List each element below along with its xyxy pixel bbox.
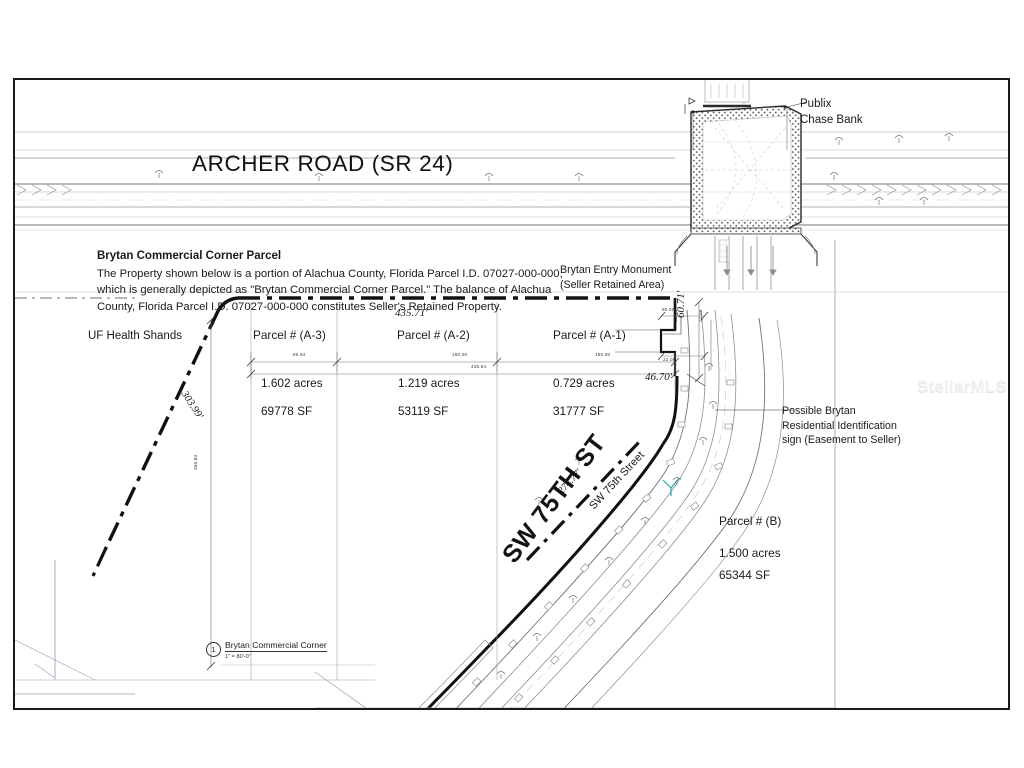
right-boundary-line xyxy=(315,240,836,708)
north-line-extension xyxy=(15,291,1008,299)
road-vegetation xyxy=(154,133,954,205)
dimension-monument-depth-c: 22.00 xyxy=(663,357,676,362)
median-chevrons-left xyxy=(16,184,72,196)
publix-building xyxy=(684,80,802,231)
monument-notch-thin xyxy=(615,329,661,353)
title-block-number: 1 xyxy=(206,642,221,657)
parcel-a1-sf: 31777 SF xyxy=(553,404,605,418)
monument-leader xyxy=(663,316,682,335)
watermark-stellarmls: StellarMLS xyxy=(917,377,1007,396)
frontage-dimension-chain xyxy=(246,352,680,379)
parcel-a2-acres: 1.219 acres xyxy=(398,376,460,390)
dimension-frontage-a1: 190.00 xyxy=(595,352,611,357)
driveway-stub xyxy=(15,671,367,708)
street-centerline xyxy=(510,315,727,708)
street-sidewalk-ticks xyxy=(472,347,735,703)
chord-leader xyxy=(686,373,706,387)
road-title-archer-road: ARCHER ROAD (SR 24) xyxy=(192,151,454,176)
building-apron xyxy=(674,227,818,266)
parcel-a1-name: Parcel # (A-1) xyxy=(553,328,626,342)
entry-drive xyxy=(714,236,772,290)
dimension-north-line: 435.71' xyxy=(395,307,428,319)
note-body: The Property shown below is a portion of… xyxy=(97,268,563,313)
parcel-a3-acres: 1.602 acres xyxy=(261,376,323,390)
dimension-monument-depth-b: 22.00 xyxy=(698,309,703,323)
parcel-a2-name: Parcel # (A-2) xyxy=(397,328,470,342)
monument-width-dimension xyxy=(657,311,709,321)
dimension-total-frontage: 435.94 xyxy=(471,364,487,369)
dimension-monument-width: 90.00 xyxy=(662,307,675,312)
label-residential-identification-sign: Possible Brytan Residential Identificati… xyxy=(782,405,901,447)
monument-depth-dimension xyxy=(657,351,709,361)
drive-arrows xyxy=(723,246,777,276)
dimension-monument-depth-a: 22.00 xyxy=(673,309,678,323)
north-property-line xyxy=(216,296,675,312)
parcel-a2-sf: 53119 SF xyxy=(398,404,449,418)
parcel-a3-sf: 69778 SF xyxy=(261,404,313,418)
title-block-drawing-name: Brytan Commercial Corner xyxy=(225,640,327,652)
note-heading: Brytan Commercial Corner Parcel xyxy=(97,250,282,262)
parcel-b-sf: 65344 SF xyxy=(719,568,771,582)
parcel-b-name: Parcel # (B) xyxy=(719,514,782,528)
west-property-line xyxy=(91,310,220,577)
parcel-a1-acres: 0.729 acres xyxy=(553,376,615,390)
parcel-b-acres: 1.500 acres xyxy=(719,546,781,560)
site-plan-vectors xyxy=(15,80,1008,708)
median-chevrons xyxy=(826,184,1002,196)
left-boundary-line xyxy=(34,560,56,679)
survey-mark xyxy=(662,477,680,496)
west-offset-dimension xyxy=(206,315,216,671)
southwest-property-line xyxy=(525,438,643,562)
parcel-a3-name: Parcel # (A-3) xyxy=(253,328,326,342)
street-median-island xyxy=(418,639,494,708)
street-vegetation xyxy=(496,363,718,679)
drawing-frame xyxy=(13,78,1010,710)
dimension-frontage-a2: 160.00 xyxy=(452,352,468,357)
east-boundary xyxy=(661,375,679,445)
archer-road-band xyxy=(15,131,1008,231)
title-block: 1 Brytan Commercial Corner 1" = 80'-0" xyxy=(206,640,327,660)
label-publix-chase-bank: Publix Chase Bank xyxy=(800,98,863,127)
dimension-west-offset: 356.83 xyxy=(193,454,198,470)
east-dimension xyxy=(694,297,712,383)
title-block-scale: 1" = 80'-0" xyxy=(225,653,251,660)
drawing-canvas xyxy=(15,80,1008,708)
dimension-frontage-a3: 85.94 xyxy=(293,352,306,357)
dimension-corner-chord: 46.70' xyxy=(645,371,673,383)
title-block-text-group: Brytan Commercial Corner 1" = 80'-0" xyxy=(225,640,327,660)
label-brytan-entry-monument: Brytan Entry Monument (Seller Retained A… xyxy=(560,264,672,291)
label-uf-health-shands: UF Health Shands xyxy=(88,330,182,342)
publix-leader xyxy=(786,101,808,108)
sw-75th-street xyxy=(426,309,784,708)
